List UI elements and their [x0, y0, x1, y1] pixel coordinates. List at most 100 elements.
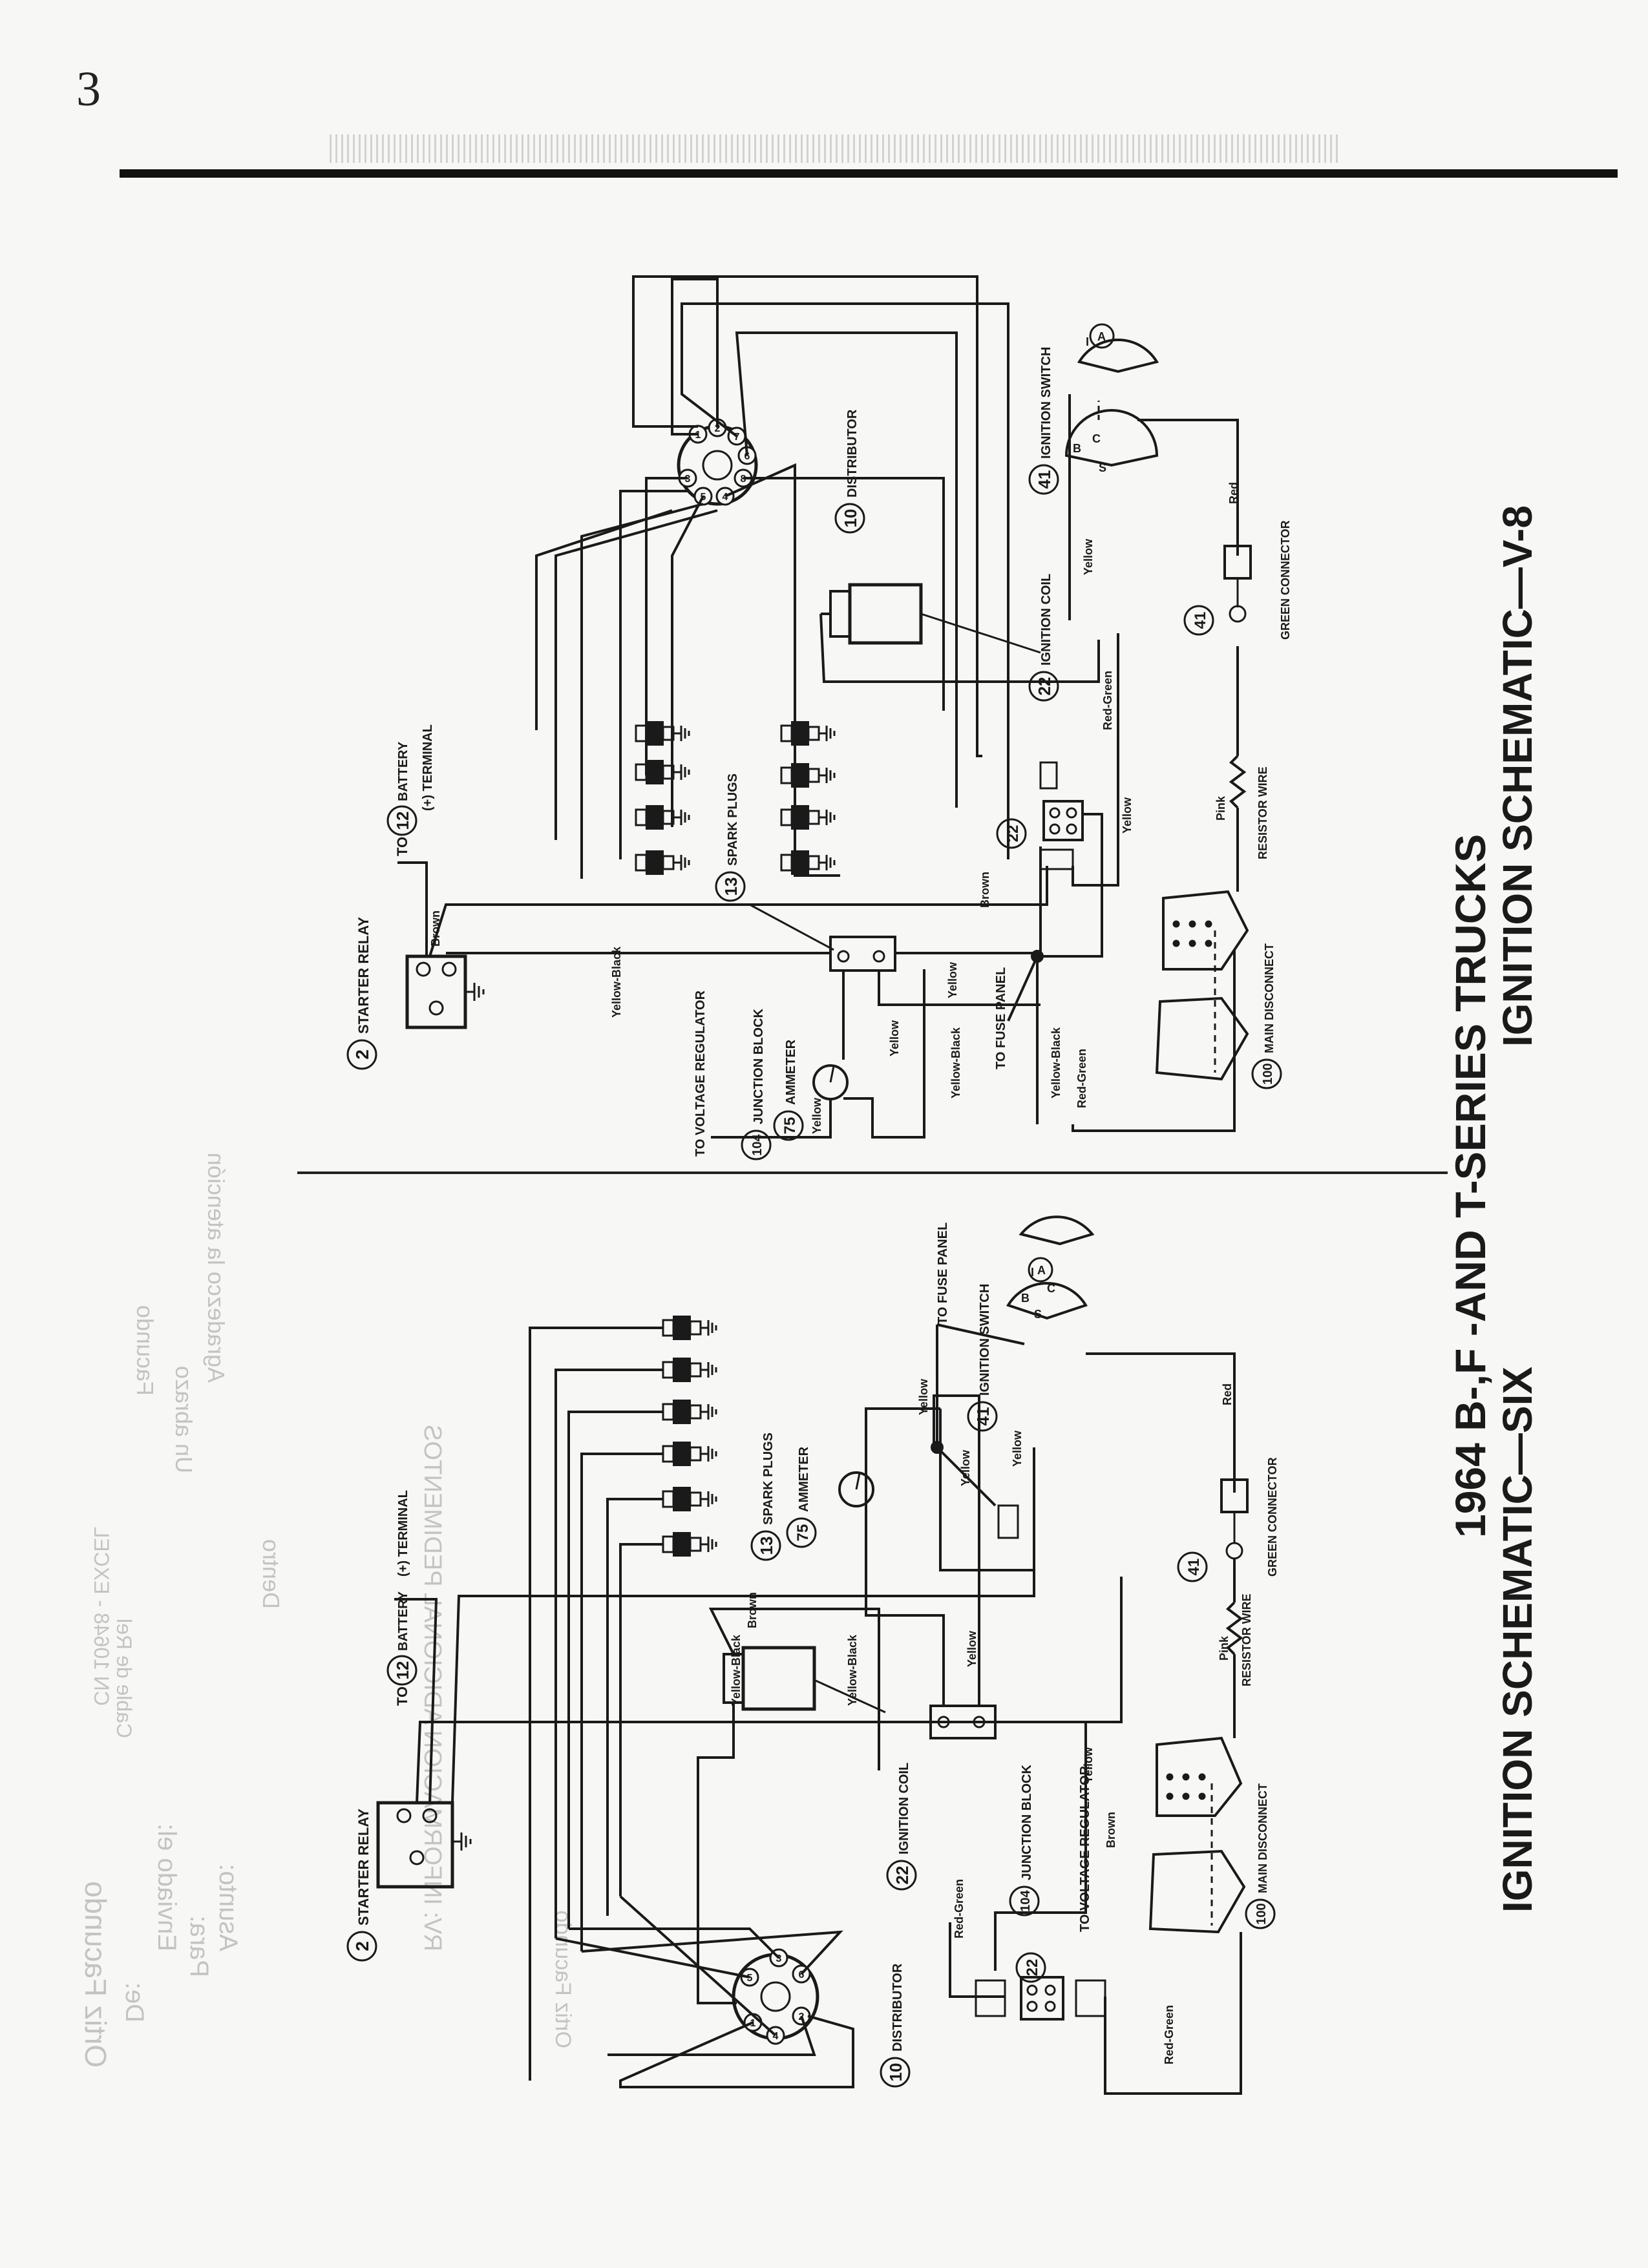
v8-wire-pink: Pink [1214, 795, 1227, 821]
v8-spark-plugs-num: 13 [721, 877, 741, 896]
six-wire-yellow-3: Yellow [959, 1449, 972, 1486]
v8-junction-block-num: 104 [750, 1133, 765, 1155]
six-distributor-label: DISTRIBUTOR [891, 1963, 905, 2052]
six-switch-term-c: C [1047, 1282, 1055, 1295]
six-resistor-wire-label: RESISTOR WIRE [1240, 1593, 1253, 1686]
v8-distributor-cyl-2: 2 [715, 423, 721, 434]
six-junction-block-label: JUNCTION BLOCK [1020, 1765, 1034, 1880]
v8-ignition-coil-num: 22 [1035, 677, 1054, 696]
six-switch-term-b: B [1021, 1292, 1030, 1305]
v8-switch-term-i: I [1086, 335, 1089, 348]
title-six: IGNITION SCHEMATIC—SIX [1494, 1367, 1541, 1913]
six-wire-brown-2: Brown [1104, 1812, 1117, 1848]
six-distributor-num: 10 [886, 2063, 905, 2082]
v8-ignition-coil-label: IGNITION COIL [1039, 574, 1053, 666]
six-schematic [376, 1215, 1249, 2095]
six-ignition-coil [697, 1608, 886, 2004]
six-battery-terminal: (+) TERMINAL [396, 1490, 410, 1577]
six-distributor-cyl-5: 5 [747, 1973, 753, 1984]
v8-wire-brown-2: Brown [978, 872, 991, 908]
v8-connector-22-num: 22 [1004, 825, 1022, 843]
v8-main-disconnect-label: MAIN DISCONNECT [1263, 943, 1276, 1053]
v8-starter-relay [405, 954, 485, 1029]
six-distributor-cyl-6: 6 [799, 1969, 805, 1980]
v8-wire-brown: Brown [429, 910, 442, 947]
six-green-connector-num: 41 [1185, 1559, 1203, 1576]
v8-battery-label: BATTERY [396, 741, 410, 801]
v8-distributor-cyl-8: 8 [741, 474, 746, 485]
v8-resistor-wire [1229, 646, 1247, 892]
six-battery-label: BATTERY [396, 1591, 410, 1651]
v8-connector-22 [1039, 761, 1084, 870]
v8-ammeter [812, 1064, 849, 1100]
v8-distributor-cyl-4: 4 [723, 492, 728, 503]
six-ammeter-label: AMMETER [797, 1446, 811, 1512]
v8-distributor-cyl-3: 3 [685, 474, 691, 485]
six-ignition-switch-label: IGNITION SWITCH [978, 1284, 992, 1396]
v8-green-connector-num: 41 [1192, 612, 1209, 629]
six-main-disconnect-num: 100 [1254, 1903, 1269, 1924]
v8-switch-term-b: B [1073, 442, 1081, 455]
v8-to-voltage-regulator: TO VOLTAGE REGULATOR [693, 990, 708, 1157]
six-starter-relay-num: 2 [352, 1941, 372, 1951]
six-wire-yellow: Yellow [966, 1630, 978, 1667]
six-switch-term-i: I [1031, 1266, 1034, 1279]
v8-ignition-switch-label: IGNITION SWITCH [1039, 347, 1053, 459]
v8-wire-yellow-5: Yellow [1082, 538, 1095, 575]
scan-scuff [330, 134, 1338, 163]
v8-main-disconnect [1155, 890, 1249, 1081]
six-spark-plugs [662, 1315, 717, 1557]
v8-battery-terminal: (+) TERMINAL [421, 724, 435, 811]
six-wire-yellow-4: Yellow [1011, 1430, 1024, 1467]
six-wire-yellow-5: Yellow [1082, 1747, 1095, 1783]
v8-switch-term-c: C [1092, 432, 1101, 445]
v8-junction-block-label: JUNCTION BLOCK [752, 1009, 766, 1124]
v8-switch-term-a: A [1097, 330, 1106, 343]
six-green-connector-label: GREEN CONNECTOR [1266, 1457, 1279, 1577]
six-switch-term-s: S [1034, 1308, 1042, 1321]
six-wire-brown: Brown [746, 1592, 759, 1628]
v8-labels: 2 STARTER RELAY TO 12 BATTERY (+) TERMIN… [346, 330, 1292, 1160]
six-distributor-cyl-4: 4 [773, 2031, 779, 2042]
six-ignition-switch-num: 41 [973, 1407, 993, 1426]
v8-green-connector [1223, 545, 1252, 623]
v8-distributor-num: 10 [841, 509, 860, 528]
v8-wire-yellow-black: Yellow-Black [610, 946, 623, 1018]
v8-wire [671, 278, 719, 436]
v8-schematic [397, 275, 1252, 1139]
six-connector-22 [975, 1976, 1106, 2021]
v8-starter-relay-label: STARTER RELAY [355, 917, 372, 1034]
v8-starter-relay-num: 2 [352, 1049, 372, 1060]
six-spark-plugs-label: SPARK PLUGS [761, 1433, 776, 1525]
six-connector-22-num: 22 [1024, 1959, 1041, 1977]
v8-wire-yellow-black-3: Yellow-Black [1050, 1027, 1062, 1098]
six-ignition-switch [936, 1215, 1236, 1493]
six-junction-block-num: 104 [1019, 1889, 1033, 1911]
six-wire-red: Red [1221, 1383, 1234, 1405]
six-main-disconnect-label: MAIN DISCONNECT [1256, 1783, 1269, 1893]
six-ignition-coil-num: 22 [893, 1866, 912, 1885]
v8-resistor-wire-label: RESISTOR WIRE [1256, 766, 1269, 859]
title-line1: 1964 B-,F -AND T-SERIES TRUCKS [1446, 834, 1494, 1538]
v8-main-disconnect-num: 100 [1261, 1063, 1275, 1084]
v8-wire-red-green: Red-Green [1101, 671, 1114, 730]
v8-distributor-cyl-6: 6 [745, 451, 750, 462]
six-starter-relay [376, 1801, 472, 1889]
six-distributor-cyl-3: 3 [776, 1953, 782, 1964]
six-wire-red-green: Red-Green [953, 1879, 966, 1938]
six-switch-term-a: A [1037, 1264, 1046, 1277]
six-distributor-cyl-1: 1 [750, 2018, 756, 2029]
v8-wire-yellow-2: Yellow [888, 1020, 901, 1056]
v8-battery-to: TO [394, 837, 410, 856]
page-number: 3 [76, 62, 101, 116]
v8-wire-red: Red [1227, 482, 1240, 504]
v8-distributor-label: DISTRIBUTOR [845, 409, 860, 498]
v8-ignition-switch-num: 41 [1035, 470, 1054, 489]
six-battery-num: 12 [393, 1661, 412, 1680]
six-resistor-wire [1225, 1601, 1243, 1738]
six-wire-yellow-black: Yellow-Black [730, 1634, 743, 1706]
v8-wire-yellow-1: Yellow [946, 961, 959, 998]
v8-distributor-cyl-7: 7 [734, 432, 740, 443]
